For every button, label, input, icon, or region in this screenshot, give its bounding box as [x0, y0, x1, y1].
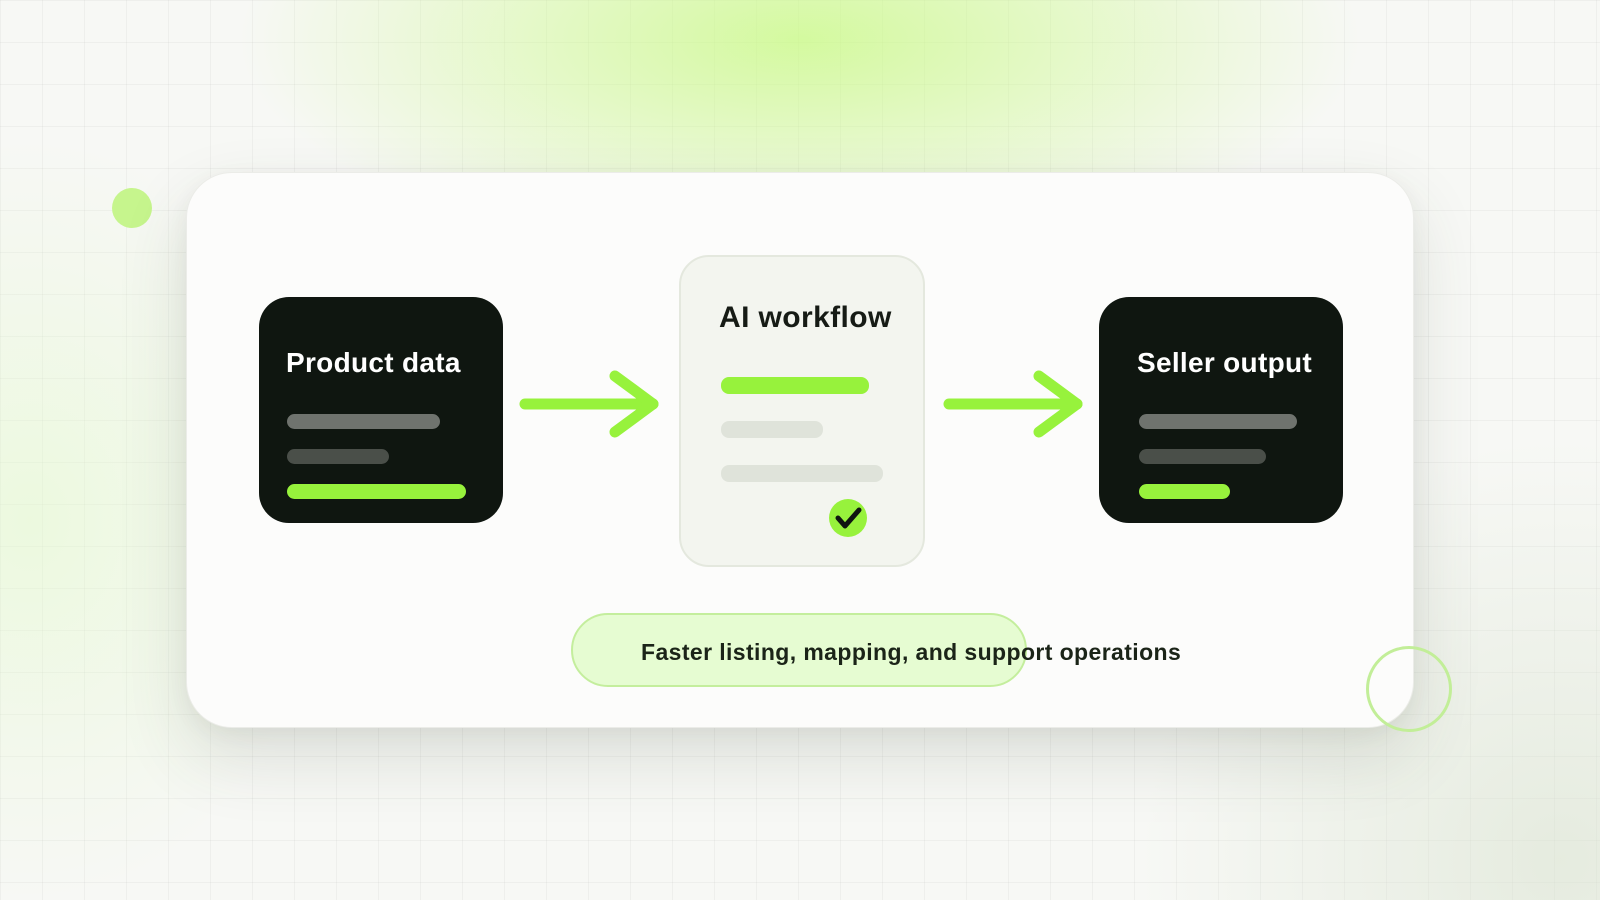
- right-arrow-icon: [519, 370, 659, 438]
- decorative-ring: [1366, 646, 1452, 732]
- placeholder-line: [1139, 449, 1266, 464]
- placeholder-line: [721, 465, 883, 482]
- highlight-line: [721, 377, 869, 394]
- ai-workflow-node: AI workflow: [679, 255, 925, 567]
- seller-output-node: Seller output: [1099, 297, 1343, 523]
- highlight-line: [1139, 484, 1230, 499]
- seller-output-title: Seller output: [1137, 347, 1313, 378]
- highlight-line: [287, 484, 466, 499]
- caption-text: Faster listing, mapping, and support ope…: [641, 639, 1182, 665]
- product-data-node: Product data: [259, 297, 503, 523]
- decorative-dot: [112, 188, 152, 228]
- caption-pill: [571, 613, 1027, 687]
- diagram-card: Product data AI workflow Seller output F…: [186, 172, 1414, 728]
- placeholder-line: [287, 449, 389, 464]
- ai-workflow-title: AI workflow: [719, 301, 892, 334]
- right-arrow-icon: [943, 370, 1083, 438]
- placeholder-line: [721, 421, 823, 438]
- product-data-title: Product data: [286, 347, 461, 378]
- placeholder-line: [1139, 414, 1297, 429]
- checkmark-icon: [829, 499, 867, 537]
- placeholder-line: [287, 414, 440, 429]
